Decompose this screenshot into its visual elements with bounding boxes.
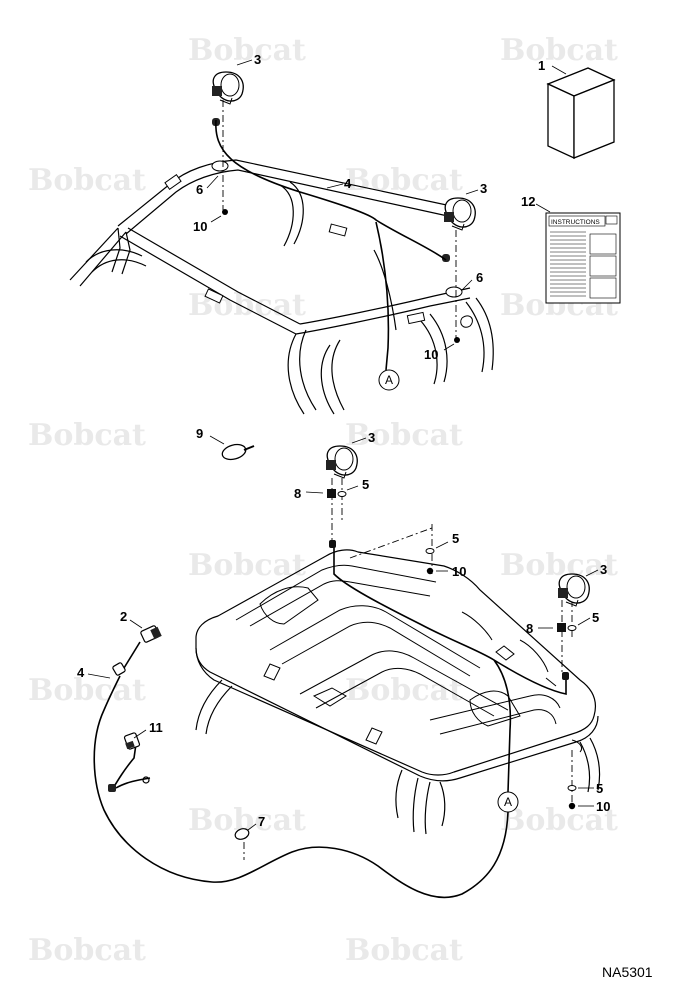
work-light-lower-right: [558, 573, 590, 607]
rocker-switch: [123, 732, 141, 750]
callout-nut-left: 8: [294, 486, 301, 501]
washer-lower-right: [567, 785, 577, 791]
locknut-upper-right: [454, 337, 460, 343]
bobcat-watermark: Bobcat: [345, 163, 463, 198]
bobcat-watermark: Bobcat: [345, 933, 463, 968]
callout-washer-lower-right: 5: [596, 781, 603, 796]
bobcat-watermark: Bobcat: [500, 803, 618, 838]
harness-roof: [333, 540, 567, 695]
callout-kit: 1: [538, 58, 545, 73]
harness-main: [93, 675, 509, 899]
svg-text:Bobcat: Bobcat: [345, 163, 463, 198]
callout-washer-left: 5: [362, 477, 369, 492]
callout-switch: 11: [149, 720, 163, 735]
cable-tie: [209, 435, 255, 461]
callout-grommet-upper-right: 6: [476, 270, 483, 285]
work-light-upper-right: [442, 197, 476, 262]
svg-text:Bobcat: Bobcat: [500, 803, 618, 838]
svg-text:Bobcat: Bobcat: [28, 933, 146, 968]
nut-left: [327, 489, 336, 498]
callout-light-upper-right: 3: [480, 181, 487, 196]
callout-locknut-lower-right: 10: [596, 799, 610, 814]
locknut-lower-right: [568, 802, 576, 810]
svg-text:Bobcat: Bobcat: [500, 33, 618, 68]
svg-text:Bobcat: Bobcat: [28, 418, 146, 453]
bobcat-watermark: Bobcat: [28, 933, 146, 968]
callout-connector: 2: [120, 609, 127, 624]
bobcat-watermark: Bobcat: [28, 673, 146, 708]
bobcat-watermark: Bobcat: [500, 548, 618, 583]
work-light-upper-left: [212, 71, 244, 126]
svg-text:Bobcat: Bobcat: [28, 163, 146, 198]
callout-washer-mid: 5: [452, 531, 459, 546]
svg-text:Bobcat: Bobcat: [188, 33, 306, 68]
callout-plug: 7: [258, 814, 265, 829]
callout-instructions: 12: [521, 194, 535, 209]
bobcat-watermark: Bobcat: [500, 33, 618, 68]
locknut-upper-left: [222, 209, 228, 215]
svg-text:Bobcat: Bobcat: [345, 673, 463, 708]
reference-connector-a-upper: A: [378, 369, 400, 391]
callout-nut-right: 8: [526, 621, 533, 636]
washer-right: [567, 625, 577, 631]
washer-left: [337, 491, 347, 497]
callout-washer-right: 5: [592, 610, 599, 625]
svg-text:Bobcat: Bobcat: [345, 418, 463, 453]
bobcat-watermark: Bobcat: [28, 163, 146, 198]
callout-light-upper-left: 3: [254, 52, 261, 67]
callout-harness-upper: 4: [344, 176, 352, 191]
connector-plug: [140, 625, 162, 643]
bobcat-watermark: Bobcat: [188, 548, 306, 583]
callout-light-lower-right: 3: [600, 562, 607, 577]
locknut-mid: [426, 567, 434, 575]
callout-harness-main: 4: [77, 665, 85, 680]
instruction-sheet: INSTRUCTIONS: [535, 203, 621, 304]
work-light-lower-left: [326, 445, 358, 479]
bobcat-watermark: Bobcat: [28, 418, 146, 453]
callout-locknut-upper-right: 10: [424, 347, 438, 362]
callout-locknut-upper-left: 10: [193, 219, 207, 234]
callout-locknut-mid: 10: [452, 564, 466, 579]
svg-text:Bobcat: Bobcat: [28, 673, 146, 708]
watermark-layer: Bobcat Bobcat Bobcat Bobcat Bobcat Bobca…: [28, 33, 618, 968]
svg-text:A: A: [385, 373, 393, 387]
bobcat-watermark: Bobcat: [188, 33, 306, 68]
svg-text:Bobcat: Bobcat: [188, 548, 306, 583]
svg-text:Bobcat: Bobcat: [345, 933, 463, 968]
roll-cage-frame: [69, 159, 494, 415]
bobcat-watermark: Bobcat: [345, 418, 463, 453]
harness-upper: [215, 119, 447, 261]
roof-canopy: [195, 549, 601, 835]
instruction-sheet-title: INSTRUCTIONS: [551, 219, 600, 226]
harness-connector: [112, 662, 126, 676]
callout-light-lower-left: 3: [368, 430, 375, 445]
svg-text:Bobcat: Bobcat: [500, 548, 618, 583]
svg-text:A: A: [504, 795, 512, 809]
document-id: NA5301: [602, 964, 653, 980]
kit-box: [546, 65, 616, 160]
washer-mid: [425, 548, 435, 554]
bobcat-watermark: Bobcat: [345, 673, 463, 708]
callout-tie: 9: [196, 426, 203, 441]
callout-grommet-upper-left: 6: [196, 182, 203, 197]
hole-plug: [234, 828, 250, 840]
ring-terminal: [108, 776, 150, 792]
reference-connector-a-lower: A: [497, 791, 519, 813]
nut-right: [557, 623, 566, 632]
